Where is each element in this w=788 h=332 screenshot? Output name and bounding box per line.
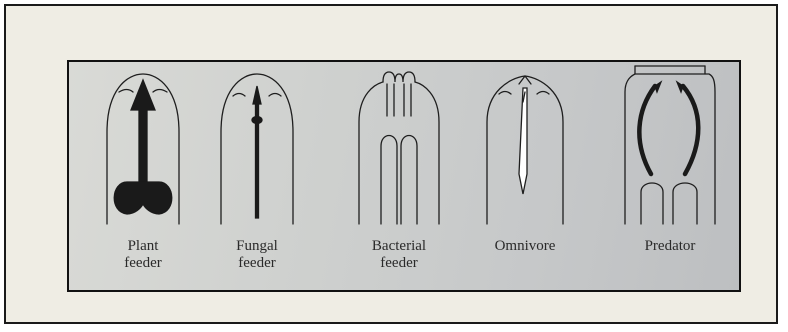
nematode-mouthparts-figure: Plant feeder Fungal feeder Bacterial fee…: [67, 60, 741, 292]
label-line: feeder: [93, 255, 193, 272]
label-line: feeder: [207, 255, 307, 272]
panel-label-fungal-feeder: Fungal feeder: [207, 238, 307, 272]
label-line: feeder: [349, 255, 449, 272]
outer-frame: Plant feeder Fungal feeder Bacterial fee…: [4, 4, 778, 324]
label-line: Predator: [620, 238, 720, 255]
plant-feeder-stylet: [114, 80, 172, 214]
predator-tooth-tips: [655, 82, 683, 92]
label-line: Plant: [93, 238, 193, 255]
bacterial-feeder-head-outline: [359, 72, 439, 224]
fungal-feeder-stylet: [252, 86, 262, 218]
panel-label-omnivore: Omnivore: [475, 238, 575, 255]
panel-label-predator: Predator: [620, 238, 720, 255]
label-line: Omnivore: [475, 238, 575, 255]
panel-label-plant-feeder: Plant feeder: [93, 238, 193, 272]
label-line: Bacterial: [349, 238, 449, 255]
label-line: Fungal: [207, 238, 307, 255]
panel-label-bacterial-feeder: Bacterial feeder: [349, 238, 449, 272]
omnivore-head-outline: [487, 76, 563, 224]
predator-teeth: [639, 86, 698, 174]
